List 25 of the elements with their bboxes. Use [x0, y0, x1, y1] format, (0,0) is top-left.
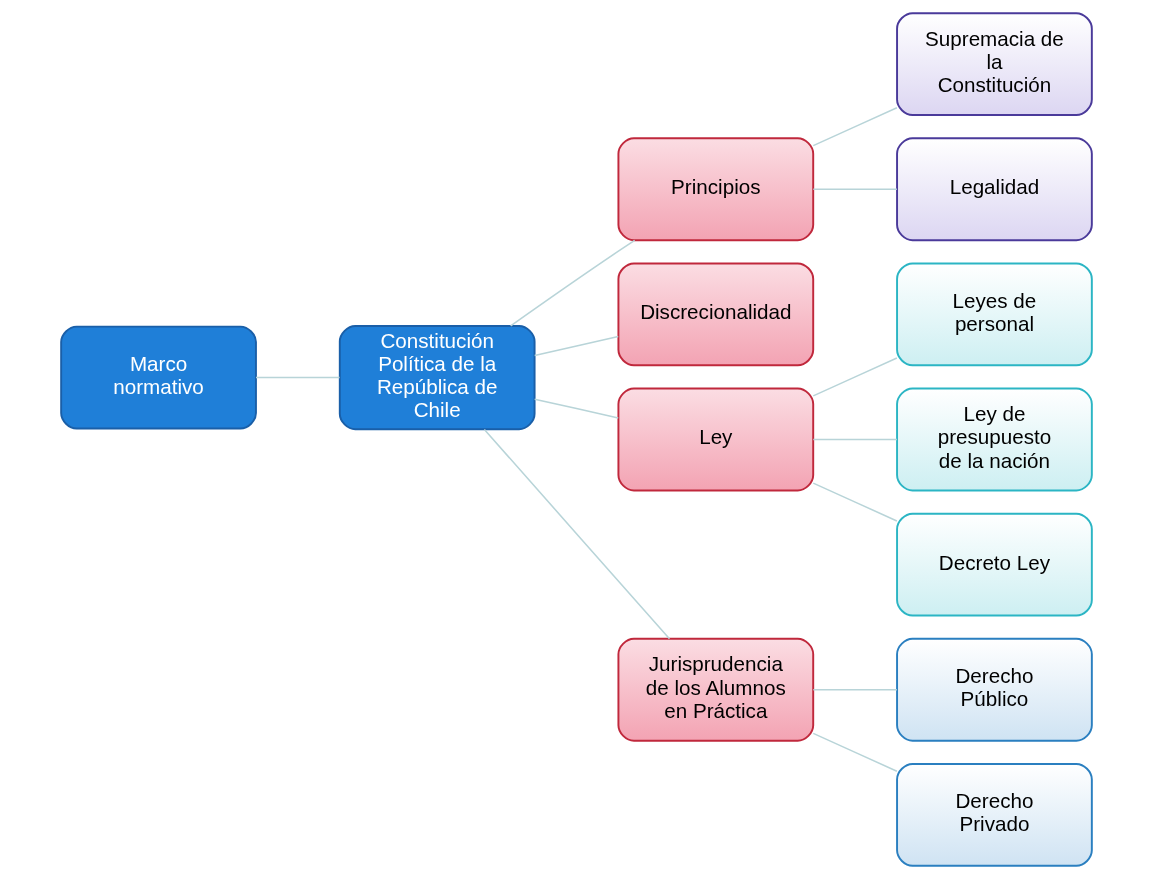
connector	[812, 438, 898, 441]
connector	[812, 357, 898, 397]
node-box: Decreto Ley	[896, 512, 1093, 617]
connector	[483, 428, 671, 640]
connector	[812, 482, 898, 522]
node-box: Discrecionalidad	[617, 262, 815, 367]
node-box: Supremacia de la Constitución	[896, 12, 1093, 117]
connector	[533, 335, 619, 357]
connector	[812, 732, 898, 772]
connector	[255, 376, 341, 379]
node-box: Marco normativo	[60, 325, 257, 430]
connector	[509, 239, 636, 327]
connector	[812, 688, 898, 691]
node-box: Jurisprudencia de los Alumnos en Práctica	[617, 637, 815, 742]
node-box: Ley	[617, 387, 815, 492]
connector	[533, 398, 619, 419]
node-box: Legalidad	[896, 137, 1093, 242]
connector	[812, 188, 898, 191]
connector	[812, 107, 898, 147]
node-box: Leyes de personal	[896, 262, 1093, 367]
node-box: Principios	[617, 137, 815, 242]
node-box: Constitución Política de la República de Chile	[338, 325, 536, 431]
node-box: Derecho Público	[896, 637, 1093, 742]
node-box: Derecho Privado	[896, 762, 1093, 867]
node-box: Ley de presupuesto de la nación	[896, 387, 1093, 492]
